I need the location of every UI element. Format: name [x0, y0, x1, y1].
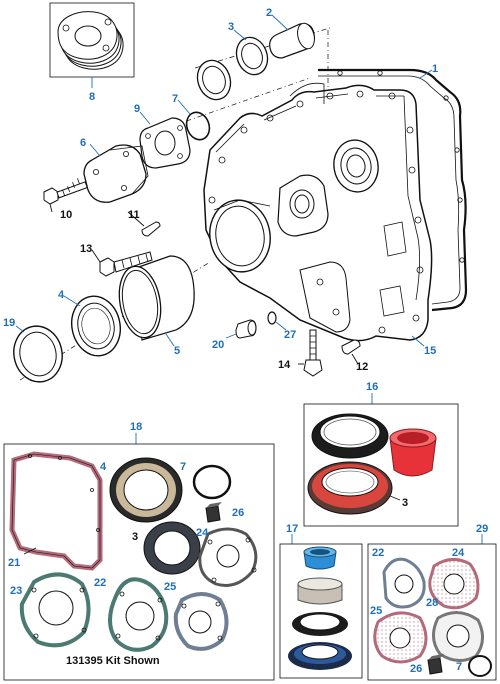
- kit-18-callout-25: 25: [164, 581, 176, 593]
- dowel-pin-11: [141, 221, 161, 237]
- o-ring-part: [185, 111, 211, 141]
- kit-18-seal-3: [143, 521, 201, 575]
- kit-29-callout-28: 28: [426, 597, 438, 609]
- kit-18-o-ring-7: [192, 464, 232, 500]
- sleeve-part-5: [118, 255, 195, 341]
- kit-29-block-26: [427, 654, 444, 675]
- gasket-plate-9: [139, 117, 191, 169]
- callout-7: 7: [172, 93, 178, 105]
- callout-16: 16: [366, 381, 378, 393]
- small-o-ring-27: [267, 311, 277, 325]
- callout-13: 13: [80, 243, 92, 255]
- kit-18-callout-4: 4: [100, 461, 107, 473]
- callout-4: 4: [58, 289, 65, 301]
- shim-stack-box: [49, 2, 135, 78]
- kit-18-callout-7: 7: [180, 461, 186, 473]
- kit-29-gasket-28: [432, 611, 484, 662]
- callout-11: 11: [128, 209, 140, 221]
- callout-10: 10: [60, 209, 72, 221]
- callout-6: 6: [80, 137, 86, 149]
- callout-18: 18: [130, 421, 142, 433]
- callout-19: 19: [3, 317, 15, 329]
- kit-17-blue-seal: [288, 642, 352, 670]
- kit-18-gasket-22: [108, 577, 169, 652]
- cover-part-6: [83, 144, 149, 203]
- kit-18-callout-21: 21: [8, 557, 20, 569]
- kit-17-sleeve: [297, 577, 343, 605]
- kit-16-box: [303, 403, 459, 527]
- callout-9: 9: [134, 103, 140, 115]
- kit-18-seal-4: [109, 457, 183, 523]
- gear-housing-15: [203, 82, 433, 342]
- kit-29-box: [367, 543, 497, 681]
- kit-29-callout-26: 26: [410, 663, 422, 675]
- kit-17-box: [279, 543, 363, 679]
- kit-18-gasket-24: [198, 527, 258, 587]
- bolt-part-10: [43, 178, 88, 205]
- bolt-part-14: [303, 329, 323, 377]
- callout-17: 17: [286, 523, 298, 535]
- kit-16-black-seal: [311, 413, 389, 459]
- kit-17-blue-ring: [303, 546, 337, 570]
- kit-18-callout-23: 23: [10, 585, 22, 597]
- housing-gasket-1: [318, 68, 468, 312]
- bolt-part-13: [99, 251, 153, 277]
- callout-8: 8: [89, 91, 95, 103]
- kit-17-black-seal: [292, 612, 348, 636]
- kit-29-callout-22: 22: [372, 547, 384, 559]
- kit-29-callout-25: 25: [370, 605, 382, 617]
- dowel-pin-12: [341, 339, 361, 355]
- callout-14: 14: [278, 359, 291, 371]
- seal-part-3: [235, 36, 269, 76]
- kit-18-callout-3: 3: [132, 531, 138, 543]
- seal-ring-19: [13, 325, 63, 383]
- callout-5: 5: [174, 345, 180, 357]
- kit-18-callout-22: 22: [94, 577, 106, 589]
- kit-18-gasket-25: [173, 592, 229, 651]
- kit-18-gasket-23: [19, 572, 91, 648]
- callout-27: 27: [284, 329, 296, 341]
- kit-29-callout-7: 7: [456, 661, 462, 673]
- plug-part-20: [235, 319, 257, 339]
- kit-18-callout-24: 24: [196, 527, 209, 539]
- callout-29: 29: [476, 523, 488, 535]
- kit-18-gasket-21: [9, 451, 103, 571]
- callout-1: 1: [432, 63, 438, 75]
- callout-12: 12: [356, 361, 368, 373]
- kit-18-caption: 131395 Kit Shown: [66, 655, 160, 667]
- kit-29-callout-24: 24: [452, 547, 465, 559]
- kit-18-callout-26: 26: [232, 507, 244, 519]
- kit-18-block-26: [205, 502, 222, 523]
- callout-2: 2: [266, 7, 272, 19]
- kit-29-gasket-24: [428, 558, 480, 610]
- kit-16-callout-3: 3: [402, 497, 408, 509]
- callout-3: 3: [228, 21, 234, 33]
- kit-16-seal-3: [307, 461, 393, 515]
- callout-20: 20: [212, 339, 224, 351]
- bearing-ring: [196, 59, 232, 101]
- bushing-part: [269, 22, 315, 59]
- kit-29-gasket-25: [373, 611, 428, 664]
- kit-18-box: [3, 443, 275, 681]
- callout-15: 15: [424, 345, 436, 357]
- kit-16-red-sleeve: [389, 428, 437, 477]
- kit-29-o-ring-7: [468, 655, 492, 677]
- kit-29-gasket-22: [382, 557, 426, 609]
- seal-part-4: [71, 295, 121, 357]
